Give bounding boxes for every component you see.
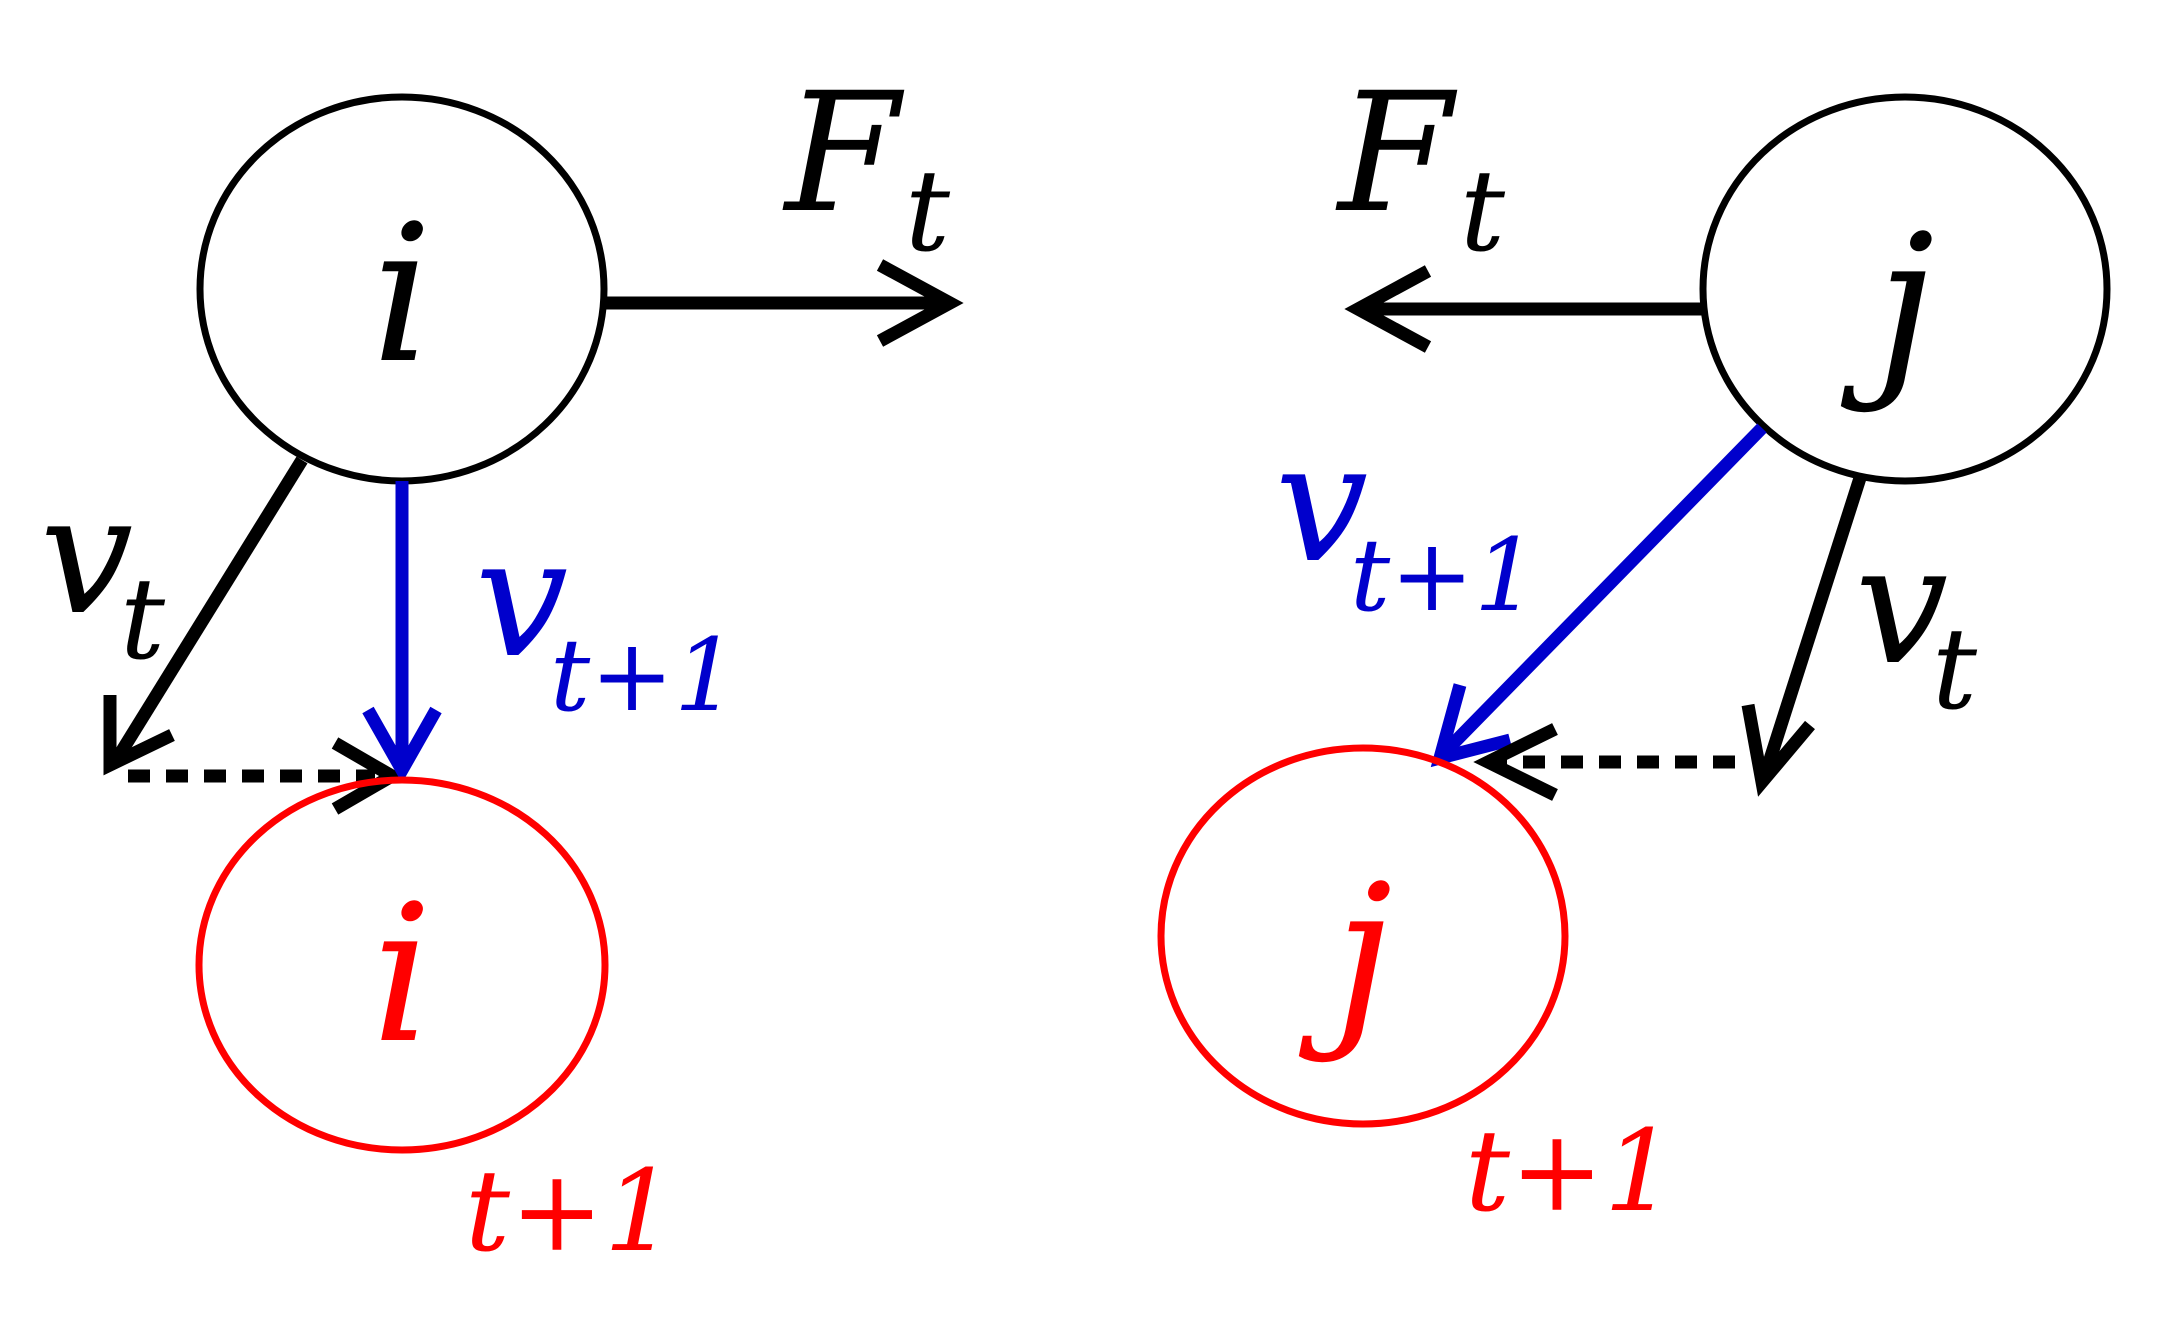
correction-arrow-i-head <box>331 737 405 815</box>
node-i-next-time-label: t+1 <box>465 1147 675 1277</box>
particle-i-group: i F t v t v t+1 i t+1 <box>40 57 964 1277</box>
node-i-current-label: i <box>372 184 433 405</box>
correction-arrow-j-head <box>1473 723 1558 801</box>
node-j-current <box>1699 93 2111 485</box>
new-velocity-arrow-i-head <box>362 706 442 784</box>
new-velocity-subscript-j: t+1 <box>1350 517 1538 634</box>
velocity-label-i: v <box>40 459 133 651</box>
node-i-next-label: i <box>372 864 433 1085</box>
new-velocity-arrow-j-shaft <box>1440 423 1767 757</box>
force-subscript-i: t <box>905 147 951 277</box>
velocity-arrow-j-shaft <box>1758 476 1867 777</box>
velocity-subscript-i: t <box>120 555 166 685</box>
velocity-subscript-j: t <box>1932 605 1978 735</box>
force-arrow-j-head <box>1344 265 1432 353</box>
velocity-label-j: v <box>1855 509 1948 701</box>
force-label-j: F <box>1335 57 1458 249</box>
new-velocity-subscript-i: t+1 <box>550 617 738 734</box>
new-velocity-arrow-j-head <box>1430 683 1512 768</box>
velocity-arrow-i-head <box>103 695 175 776</box>
force-label-i: F <box>782 57 905 249</box>
force-arrow-i-head <box>876 259 964 347</box>
new-velocity-label-i: v <box>475 502 568 694</box>
node-j-next-label: j <box>1299 844 1393 1065</box>
velocity-arrow-j-head <box>1741 703 1815 797</box>
new-velocity-label-j: v <box>1275 407 1368 599</box>
node-j-next-time-label: t+1 <box>1465 1107 1675 1237</box>
node-j-next <box>1157 744 1569 1128</box>
velocity-arrow-i-shaft <box>109 456 308 766</box>
force-subscript-j: t <box>1460 147 1506 277</box>
node-i-next <box>195 776 609 1154</box>
node-j-current-label: j <box>1841 194 1935 415</box>
particle-j-group: j F t v t+1 v t j t+1 <box>1157 57 2111 1237</box>
